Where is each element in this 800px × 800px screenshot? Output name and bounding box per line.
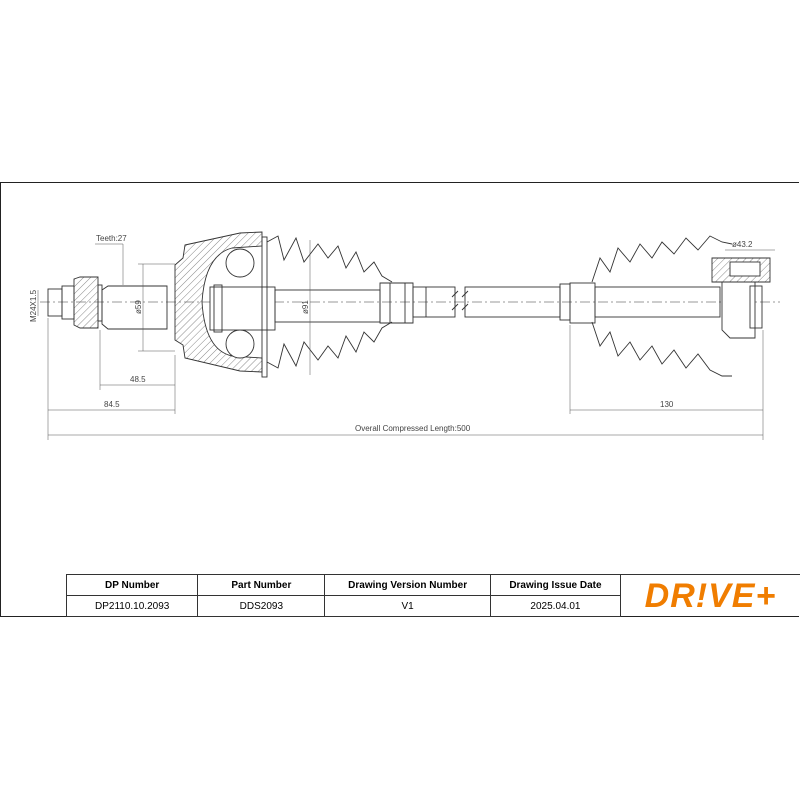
thread-label: M24X1.5 <box>29 289 38 322</box>
teeth-label: Teeth:27 <box>96 234 127 243</box>
drawing-frame <box>0 182 799 617</box>
axle-nut <box>47 276 103 329</box>
inner-collar <box>569 282 596 324</box>
shaft-left <box>274 289 381 323</box>
dim-130-label: 130 <box>660 400 674 409</box>
title-block: DP Number Part Number Drawing Version Nu… <box>65 574 622 617</box>
drive-plus-logo: DR!VE+ <box>620 574 800 617</box>
logo-text: DR!VE+ <box>644 576 777 615</box>
header-part-number: Part Number <box>197 574 326 596</box>
version: V1 <box>324 595 491 617</box>
outer-cv-housing <box>174 231 263 373</box>
issue-date: 2025.04.01 <box>489 595 622 617</box>
damper-collar <box>379 282 414 324</box>
inner-boot-bottom <box>591 321 732 377</box>
header-version: Drawing Version Number <box>324 574 491 596</box>
overall-length-label: Overall Compressed Length:500 <box>355 424 471 433</box>
dia-43-label: ø43.2 <box>732 240 753 249</box>
dia-59-label: ø59 <box>134 300 143 314</box>
header-dp-number: DP Number <box>65 574 199 596</box>
dim-48-5-label: 48.5 <box>130 375 146 384</box>
outer-boot-bottom <box>266 321 393 369</box>
dia-91-label: ø91 <box>301 300 310 314</box>
spline-stub <box>101 285 168 330</box>
inner-boot-top <box>591 235 733 283</box>
part-number: DDS2093 <box>197 595 326 617</box>
dim-84-5-label: 84.5 <box>104 400 120 409</box>
dp-number: DP2110.10.2093 <box>65 595 199 617</box>
header-issue-date: Drawing Issue Date <box>489 574 622 596</box>
outer-boot-top <box>266 235 393 283</box>
